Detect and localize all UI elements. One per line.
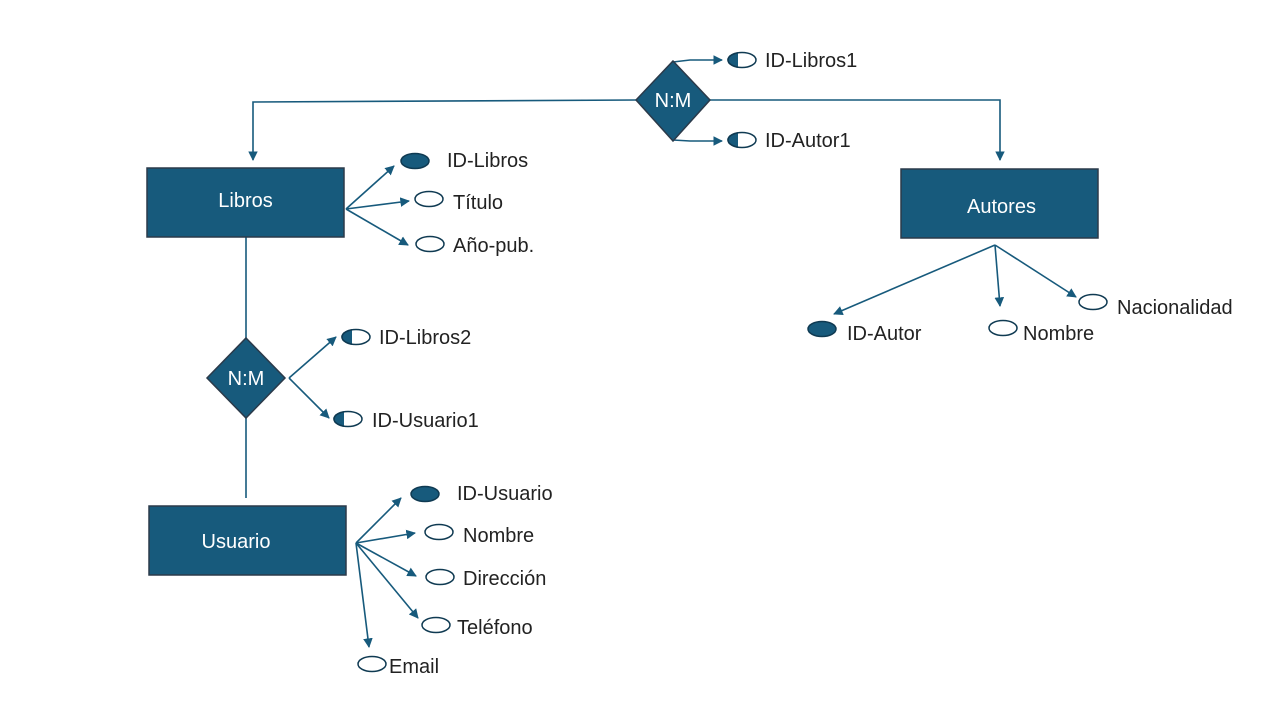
edge-nm-top-to-libros xyxy=(248,99,637,161)
entity-libros-label: Libros xyxy=(218,190,272,212)
edge-to-id-autor1 xyxy=(672,136,723,146)
edge-to-nombre-autor xyxy=(994,244,1005,307)
edge-to-anio-pub xyxy=(345,208,409,246)
entity-autores: Autores xyxy=(900,168,1099,239)
edge-to-direccion xyxy=(355,542,417,577)
attribute-nombre-usuario: Nombre xyxy=(424,523,534,547)
attribute-id-libros-label: ID-Libros xyxy=(447,150,528,172)
attribute-email-label: Email xyxy=(389,656,439,678)
attribute-id-libros2-label: ID-Libros2 xyxy=(379,327,471,349)
attribute-id-autor1: ID-Autor1 xyxy=(727,130,851,152)
edge-to-nombre-usuario xyxy=(355,529,416,544)
edge-to-id-usuario xyxy=(355,497,402,544)
attribute-id-libros: ID-Libros xyxy=(400,150,528,172)
edge-to-telefono xyxy=(355,542,419,619)
attribute-telefono: Teléfono xyxy=(421,616,533,639)
edge-to-email xyxy=(355,542,373,648)
attribute-nombre-autor-label: Nombre xyxy=(1023,323,1094,345)
edge-to-id-libros2 xyxy=(288,336,337,379)
entity-libros: Libros xyxy=(146,167,345,238)
relationship-libros-usuario-label: N:M xyxy=(228,368,265,390)
attribute-direccion-label: Dirección xyxy=(463,568,546,590)
relationship-libros-usuario: N:M xyxy=(205,336,287,420)
edge-to-titulo xyxy=(345,197,410,210)
relationship-libros-autores-label: N:M xyxy=(655,90,692,112)
attribute-id-usuario: ID-Usuario xyxy=(410,483,553,505)
attribute-id-autor: ID-Autor xyxy=(807,320,922,345)
attribute-titulo-label: Título xyxy=(453,192,503,214)
attribute-email: Email xyxy=(357,655,439,678)
attribute-nacionalidad: Nacionalidad xyxy=(1078,293,1233,319)
entity-usuario-label: Usuario xyxy=(202,531,271,553)
attribute-nacionalidad-label: Nacionalidad xyxy=(1117,297,1233,319)
relationship-libros-autores: N:M xyxy=(634,59,712,143)
attribute-telefono-label: Teléfono xyxy=(457,617,533,639)
attribute-titulo: Título xyxy=(414,190,503,214)
edge-to-id-libros xyxy=(345,165,395,210)
edge-to-id-libros1 xyxy=(672,55,723,65)
attribute-anio-pub-label: Año-pub. xyxy=(453,235,534,257)
attribute-direccion: Dirección xyxy=(425,568,546,590)
attribute-anio-pub: Año-pub. xyxy=(415,235,534,257)
edge-nm-top-to-autores xyxy=(708,99,1005,161)
entity-autores-label: Autores xyxy=(967,196,1036,218)
attribute-id-libros1-label: ID-Libros1 xyxy=(765,50,857,72)
attribute-id-libros1: ID-Libros1 xyxy=(727,50,857,72)
attribute-id-usuario-label: ID-Usuario xyxy=(457,483,553,505)
attribute-id-libros2: ID-Libros2 xyxy=(341,327,471,349)
attribute-id-usuario1-label: ID-Usuario1 xyxy=(372,410,479,432)
attribute-id-autor1-label: ID-Autor1 xyxy=(765,130,851,152)
attribute-id-autor-label: ID-Autor xyxy=(847,323,922,345)
edge-to-id-autor xyxy=(833,244,996,316)
edge-to-nacionalidad xyxy=(994,244,1077,298)
attribute-nombre-autor: Nombre xyxy=(988,319,1094,345)
edge-to-id-usuario1 xyxy=(288,377,330,419)
attribute-nombre-usuario-label: Nombre xyxy=(463,525,534,547)
entity-usuario: Usuario xyxy=(148,505,347,576)
attribute-id-usuario1: ID-Usuario1 xyxy=(333,410,479,432)
